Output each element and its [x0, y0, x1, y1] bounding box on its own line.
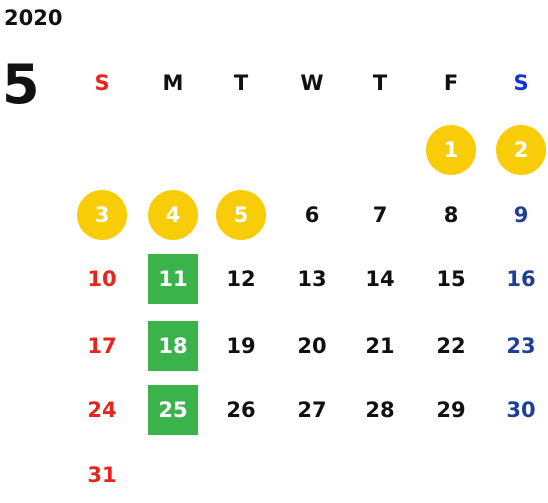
day-cell-5[interactable]: 5	[216, 190, 266, 240]
day-cell-8[interactable]: 8	[443, 203, 459, 227]
weekday-monday: M	[162, 71, 184, 95]
day-cell-27[interactable]: 27	[297, 398, 327, 422]
day-cell-3[interactable]: 3	[77, 190, 127, 240]
day-cell-17[interactable]: 17	[87, 334, 117, 358]
weekday-thursday: T	[372, 71, 388, 95]
weekday-wednesday: W	[300, 71, 324, 95]
day-cell-29[interactable]: 29	[436, 398, 466, 422]
day-cell-15[interactable]: 15	[436, 267, 466, 291]
day-cell-28[interactable]: 28	[365, 398, 395, 422]
day-cell-10[interactable]: 10	[87, 267, 117, 291]
day-cell-31[interactable]: 31	[87, 463, 117, 487]
day-cell-11[interactable]: 11	[148, 254, 198, 304]
day-cell-22[interactable]: 22	[436, 334, 466, 358]
weekday-saturday: S	[513, 71, 529, 95]
month-number: 5	[2, 53, 40, 116]
day-cell-23[interactable]: 23	[506, 334, 536, 358]
day-cell-2[interactable]: 2	[496, 125, 546, 175]
day-cell-16[interactable]: 16	[506, 267, 536, 291]
day-cell-25[interactable]: 25	[148, 385, 198, 435]
day-cell-4[interactable]: 4	[148, 190, 198, 240]
day-cell-1[interactable]: 1	[426, 125, 476, 175]
weekday-sunday: S	[94, 71, 110, 95]
day-cell-30[interactable]: 30	[506, 398, 536, 422]
day-cell-20[interactable]: 20	[297, 334, 327, 358]
day-cell-12[interactable]: 12	[226, 267, 256, 291]
day-cell-21[interactable]: 21	[365, 334, 395, 358]
day-cell-18[interactable]: 18	[148, 321, 198, 371]
day-cell-9[interactable]: 9	[513, 203, 529, 227]
day-cell-6[interactable]: 6	[304, 203, 320, 227]
weekday-tuesday: T	[233, 71, 249, 95]
day-cell-14[interactable]: 14	[365, 267, 395, 291]
weekday-friday: F	[443, 71, 459, 95]
day-cell-7[interactable]: 7	[372, 203, 388, 227]
day-cell-24[interactable]: 24	[87, 398, 117, 422]
day-cell-19[interactable]: 19	[226, 334, 256, 358]
day-cell-26[interactable]: 26	[226, 398, 256, 422]
year-label: 2020	[4, 6, 63, 30]
day-cell-13[interactable]: 13	[297, 267, 327, 291]
